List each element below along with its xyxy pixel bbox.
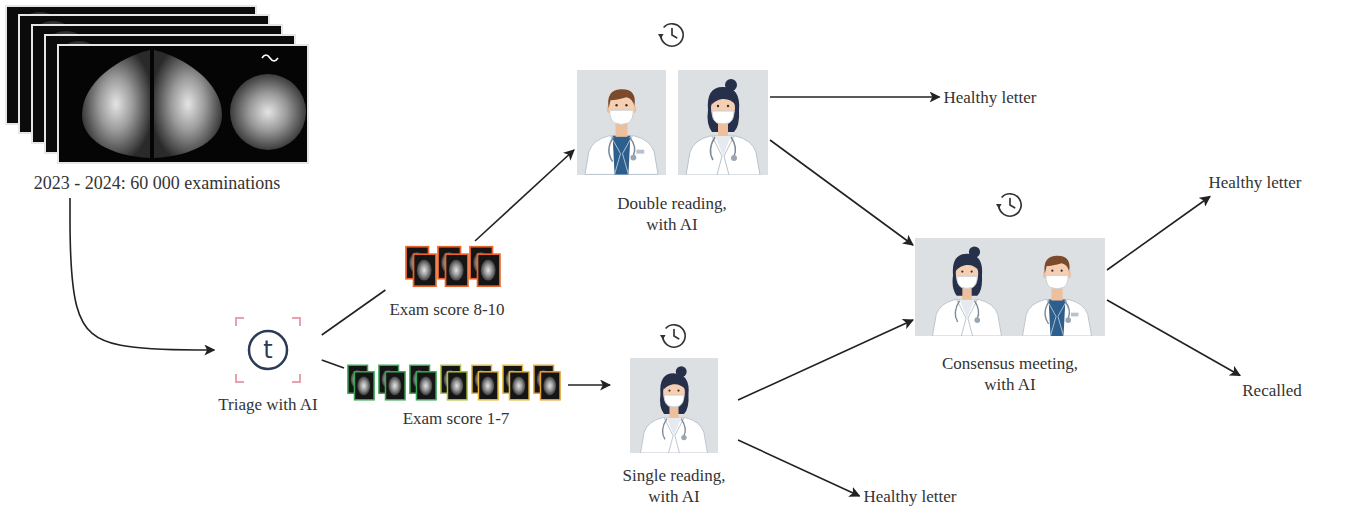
score-stack: Exam score 1-7 <box>344 360 568 433</box>
caption-block: Exam score 8-10 <box>389 299 504 320</box>
outcome-text: Recalled <box>1238 376 1305 405</box>
consensus-figure <box>915 194 1105 336</box>
caption-block: Triage with AI <box>218 394 318 415</box>
caption-block: Healthy letter <box>1209 172 1302 193</box>
flow-arrow <box>1107 300 1240 376</box>
caption-block: 2023 - 2024: 60 000 examinations <box>8 172 306 194</box>
low-score-exams <box>348 365 560 400</box>
figure-slot <box>578 70 766 193</box>
caption-text: Exam score 1-7 <box>348 408 564 429</box>
icon-letter: t <box>263 336 272 364</box>
single-reading-figure <box>630 325 718 453</box>
high-score-exams <box>406 247 500 286</box>
flow-arrow <box>70 198 214 350</box>
flow-arrow <box>568 384 610 386</box>
caption-text: Recalled <box>1242 380 1301 401</box>
triage-icon: tTriage with AI <box>214 302 322 419</box>
caption-text: Healthy letter <box>1209 172 1302 193</box>
caption-block: Consensus meeting, with AI <box>917 353 1103 395</box>
outcome-text: Healthy letter <box>940 83 1041 112</box>
caption-text: Single reading, with AI <box>614 465 734 507</box>
caption-block: Healthy letter <box>864 486 957 507</box>
caption-text: Healthy letter <box>864 486 957 507</box>
caption-block: Healthy letter <box>944 87 1037 108</box>
double-reading-figure <box>577 24 768 175</box>
figure-slot <box>389 245 504 299</box>
mammogram-stack <box>6 6 308 163</box>
caption-block: Recalled <box>1242 380 1301 401</box>
triage-icon <box>236 318 300 382</box>
flow-arrow <box>1107 197 1210 271</box>
figure-slot <box>917 238 1103 353</box>
caption-block: Double reading, with AI <box>578 193 766 235</box>
figure-slot <box>348 364 564 408</box>
flow-arrow <box>738 440 860 496</box>
caption-text: Healthy letter <box>944 87 1037 108</box>
outcome-text: Healthy letter <box>1205 168 1306 197</box>
figure-slot: t <box>218 306 318 394</box>
caption-text: Double reading, with AI <box>610 193 735 235</box>
reader-group: Consensus meeting, with AI <box>913 234 1107 399</box>
caption-block: Exam score 1-7 <box>348 408 564 429</box>
caption-text: Triage with AI <box>218 394 318 415</box>
reader-group: Single reading, with AI <box>610 355 738 511</box>
outcome-text: Healthy letter <box>860 482 961 511</box>
connectors <box>70 97 1240 496</box>
score-stack: Exam score 8-10 <box>385 241 508 324</box>
caption-text: Consensus meeting, with AI <box>935 353 1085 395</box>
figure-slot <box>8 6 306 172</box>
flow-arrow <box>738 320 913 400</box>
reader-group: Double reading, with AI <box>574 66 770 239</box>
figure-slot <box>614 359 734 465</box>
flow-arrow <box>770 140 913 245</box>
caption-text: 2023 - 2024: 60 000 examinations <box>8 172 306 194</box>
flow-arrow <box>475 150 574 241</box>
flow-arrow <box>770 96 940 98</box>
caption-block: Single reading, with AI <box>614 465 734 507</box>
caption-text: Exam score 8-10 <box>389 299 504 320</box>
flow-arrow <box>322 360 344 368</box>
flow-arrow <box>322 290 386 335</box>
exam-image-stack: 2023 - 2024: 60 000 examinations <box>4 2 310 198</box>
